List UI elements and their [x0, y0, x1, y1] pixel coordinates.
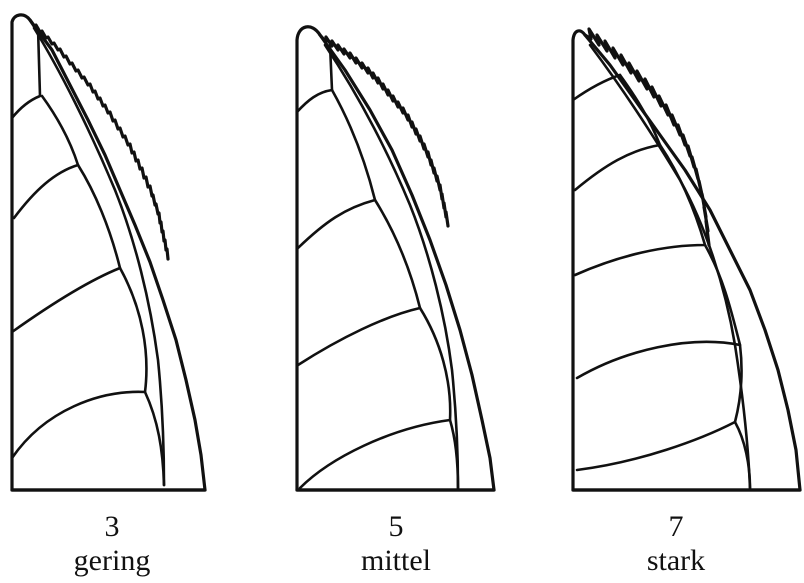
leaf-mittel-serration [318, 33, 450, 228]
score-mittel: 5 [388, 510, 404, 543]
score-gering: 3 [104, 510, 120, 543]
label-stark: stark [646, 544, 706, 577]
leaf-gering-serration [28, 18, 170, 261]
score-stark: 7 [668, 510, 684, 543]
leaf-mittel-outline [295, 25, 496, 492]
leaf-stark [571, 27, 802, 492]
label-gering: gering [73, 544, 151, 577]
caption-stark: 7 stark [596, 510, 756, 578]
leaf-gering-midline [32, 26, 166, 487]
label-mittel: mittel [361, 544, 431, 577]
leaf-stark-serration [583, 27, 711, 247]
leaf-gering [10, 13, 207, 492]
caption-mittel: 5 mittel [316, 510, 476, 578]
caption-gering: 3 gering [32, 510, 192, 578]
leaf-stark-outline [571, 29, 802, 492]
leaf-gering-outline [10, 13, 207, 492]
leaf-mittel [295, 25, 496, 492]
